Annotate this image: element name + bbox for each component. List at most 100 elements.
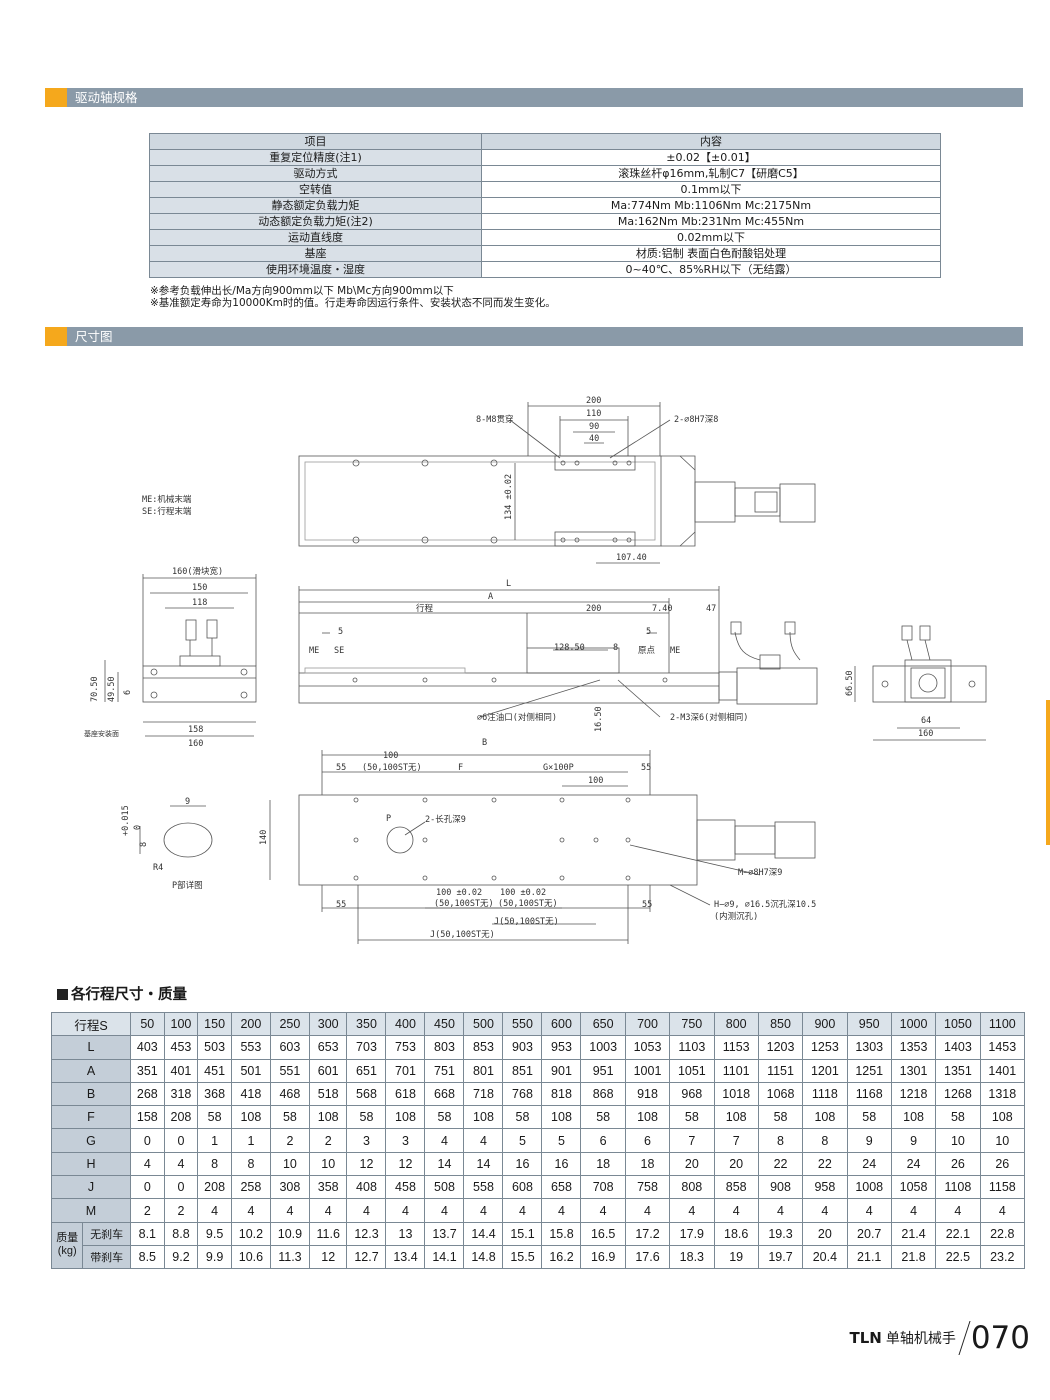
label-me-note: ME:机械末端 <box>142 494 192 505</box>
dim-tol0: 0 <box>133 825 143 830</box>
mass-cell: 20.4 <box>802 1244 848 1270</box>
size-cell: 4 <box>846 1198 892 1223</box>
size-cell: 2 <box>130 1198 165 1223</box>
size-cell: 801 <box>463 1058 504 1083</box>
size-cell: 58 <box>580 1105 626 1130</box>
stroke-value: 700 <box>624 1011 671 1037</box>
size-cell: 58 <box>935 1105 981 1130</box>
top-view <box>298 402 816 564</box>
stroke-value: 400 <box>385 1011 426 1037</box>
size-cell: 4 <box>757 1198 804 1223</box>
dim-47: 47 <box>706 604 716 614</box>
size-cell: 908 <box>757 1175 804 1200</box>
dim-100d: 100 ±0.02 <box>500 888 546 898</box>
size-cell: 1353 <box>890 1035 937 1060</box>
size-cell: 22 <box>757 1151 804 1177</box>
mass-cell: 21.8 <box>890 1244 937 1270</box>
size-cell: 58 <box>424 1105 465 1130</box>
size-cell: 8 <box>230 1151 271 1177</box>
size-cell: 4 <box>890 1198 937 1223</box>
size-cell: 1151 <box>757 1058 804 1083</box>
size-cell: 458 <box>385 1175 426 1200</box>
size-cell: 951 <box>580 1058 626 1083</box>
spec-row: 动态额定负载力矩(注2)Ma:162Nm Mb:231Nm Mc:455Nm <box>149 213 941 230</box>
size-cell: 58 <box>346 1105 387 1130</box>
size-cell: 1068 <box>757 1081 804 1107</box>
spec-item: 静态额定负载力矩 <box>149 197 482 214</box>
size-cell: 8 <box>757 1128 804 1153</box>
size-cell: 401 <box>163 1058 199 1083</box>
size-cell: 10 <box>308 1151 348 1177</box>
stroke-value: 200 <box>230 1011 271 1037</box>
dim-100a: 100 <box>383 751 398 761</box>
size-row-label: B <box>51 1081 131 1107</box>
stroke-value: 600 <box>541 1011 582 1037</box>
stroke-value: 300 <box>308 1011 348 1037</box>
size-cell: 0 <box>130 1175 165 1200</box>
mass-cell: 10.9 <box>269 1221 310 1246</box>
dim-55b: 55 <box>641 763 651 773</box>
spec-value: ±0.02【±0.01】 <box>481 149 941 166</box>
size-cell: 1 <box>230 1128 271 1153</box>
size-cell: 1158 <box>979 1175 1026 1200</box>
dim-A: A <box>488 592 493 602</box>
stroke-value: 550 <box>502 1011 543 1037</box>
mass-cell: 15.1 <box>502 1221 543 1246</box>
mass-cell: 17.9 <box>669 1221 715 1246</box>
section-accent <box>45 88 67 107</box>
size-row-label: G <box>51 1128 131 1153</box>
size-cell: 1018 <box>713 1081 759 1107</box>
dim-160w: 160(滑块宽) <box>172 566 223 577</box>
size-cell: 903 <box>502 1035 543 1060</box>
size-cell: 4 <box>463 1128 504 1153</box>
mass-cell: 12.3 <box>346 1221 387 1246</box>
size-cell: 0 <box>130 1128 165 1153</box>
size-cell: 868 <box>580 1081 626 1107</box>
size-cell: 758 <box>624 1175 671 1200</box>
mass-cell: 13.4 <box>385 1244 426 1270</box>
note-2: ※基准额定寿命为10000Km时的值。行走寿命因运行条件、安装状态不同而发生变化… <box>150 297 556 309</box>
spec-value: 0.02mm以下 <box>481 229 941 246</box>
size-cell: 901 <box>541 1058 582 1083</box>
size-cell: 408 <box>346 1175 387 1200</box>
size-cell: 108 <box>979 1105 1026 1130</box>
stroke-label: 行程S <box>51 1011 131 1037</box>
stroke-value: 750 <box>669 1011 715 1037</box>
size-cell: 601 <box>308 1058 348 1083</box>
mass-cell: 20 <box>802 1221 848 1246</box>
size-cell: 553 <box>230 1035 271 1060</box>
dim-tol: +0.015 <box>121 805 131 836</box>
mass-cell: 23.2 <box>979 1244 1026 1270</box>
dim-110: 110 <box>586 409 601 419</box>
footer-divider <box>958 1321 971 1355</box>
size-cell: 1101 <box>713 1058 759 1083</box>
spec-row: 基座材质:铝制 表面白色耐酸铝处理 <box>149 245 941 262</box>
size-cell: 10 <box>269 1151 310 1177</box>
dim-107-40: 107.40 <box>616 553 647 563</box>
size-cell: 858 <box>713 1175 759 1200</box>
side-view <box>298 586 818 718</box>
mass-cell: 8.8 <box>163 1221 199 1246</box>
spec-value: 滚珠丝杆φ16mm,轧制C7【研磨C5】 <box>481 165 941 182</box>
size-row-label: M <box>51 1198 131 1223</box>
mass-cell: 22.1 <box>935 1221 981 1246</box>
size-cell: 2 <box>308 1128 348 1153</box>
size-cell: 108 <box>230 1105 271 1130</box>
size-cell: 968 <box>669 1081 715 1107</box>
size-cell: 958 <box>802 1175 848 1200</box>
size-cell: 1268 <box>935 1081 981 1107</box>
label-base-face: 基座安装面 <box>84 729 119 738</box>
size-cell: 108 <box>713 1105 759 1130</box>
spec-item: 动态额定负载力矩(注2) <box>149 213 482 230</box>
dim-40: 40 <box>589 434 599 444</box>
label-ME: ME <box>309 646 319 656</box>
dim-5b: 5 <box>646 627 651 637</box>
